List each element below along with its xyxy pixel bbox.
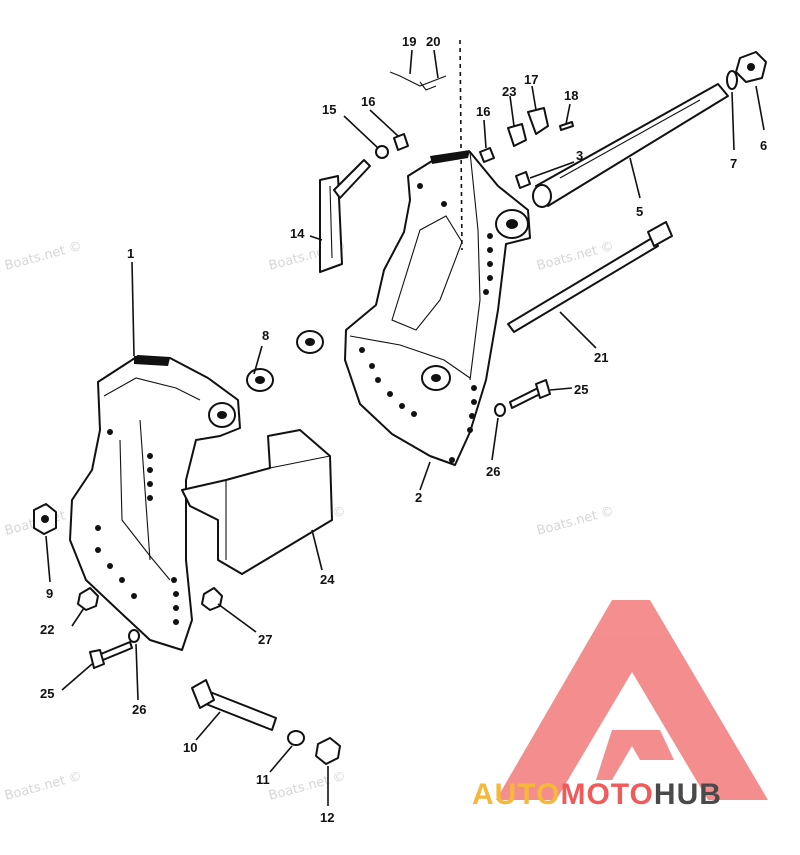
plate-24 bbox=[181, 429, 333, 575]
clamp-bracket-right bbox=[344, 150, 531, 466]
watermark: Boats.net © bbox=[535, 504, 615, 539]
callout-23: 23 bbox=[502, 84, 516, 99]
callout-26a: 26 bbox=[132, 702, 146, 717]
hardware bbox=[33, 51, 767, 765]
callout-2: 2 bbox=[415, 490, 422, 505]
callout-7: 7 bbox=[730, 156, 737, 171]
callout-1: 1 bbox=[127, 246, 134, 261]
callout-16a: 16 bbox=[361, 94, 375, 109]
callout-22: 22 bbox=[40, 622, 54, 637]
watermark: Boats.net © bbox=[3, 239, 83, 274]
callout-15: 15 bbox=[322, 102, 336, 117]
callout-27: 27 bbox=[258, 632, 272, 647]
callout-5: 5 bbox=[636, 204, 643, 219]
callout-6: 6 bbox=[760, 138, 767, 153]
callout-8: 8 bbox=[262, 328, 269, 343]
callout-9: 9 bbox=[46, 586, 53, 601]
callout-24: 24 bbox=[320, 572, 335, 587]
brand-moto: MOTO bbox=[560, 778, 653, 811]
callout-11: 11 bbox=[256, 772, 270, 787]
callout-12: 12 bbox=[320, 810, 334, 825]
leader-lines bbox=[45, 39, 765, 806]
automotohub-logo bbox=[496, 600, 768, 800]
callout-14: 14 bbox=[290, 226, 305, 241]
callout-26b: 26 bbox=[486, 464, 500, 479]
brand-auto: AUTO bbox=[472, 778, 560, 811]
callout-labels: 1 2 3 5 6 7 8 9 10 11 12 14 15 16 16 17 … bbox=[40, 34, 767, 825]
callout-21: 21 bbox=[594, 350, 608, 365]
logo-triangle bbox=[496, 600, 768, 800]
clamp-bracket-left bbox=[69, 355, 241, 651]
callout-25b: 25 bbox=[574, 382, 588, 397]
callout-16b: 16 bbox=[476, 104, 490, 119]
bolt-21 bbox=[507, 221, 673, 333]
brand-hub: HUB bbox=[654, 778, 722, 811]
watermark: Boats.net © bbox=[3, 769, 83, 804]
tube-5 bbox=[532, 83, 729, 208]
callout-20: 20 bbox=[426, 34, 440, 49]
callout-17: 17 bbox=[524, 72, 538, 87]
svg-text:AUTOMOTOHUB: AUTOMOTOHUB bbox=[472, 778, 722, 811]
callout-19: 19 bbox=[402, 34, 416, 49]
callout-10: 10 bbox=[183, 740, 197, 755]
brand-wordmark: AUTOMOTOHUB bbox=[472, 778, 722, 811]
callout-25a: 25 bbox=[40, 686, 54, 701]
callout-3: 3 bbox=[576, 148, 583, 163]
callout-18: 18 bbox=[564, 88, 578, 103]
bracket-14 bbox=[319, 159, 371, 273]
watermark: Boats.net © bbox=[267, 769, 347, 804]
